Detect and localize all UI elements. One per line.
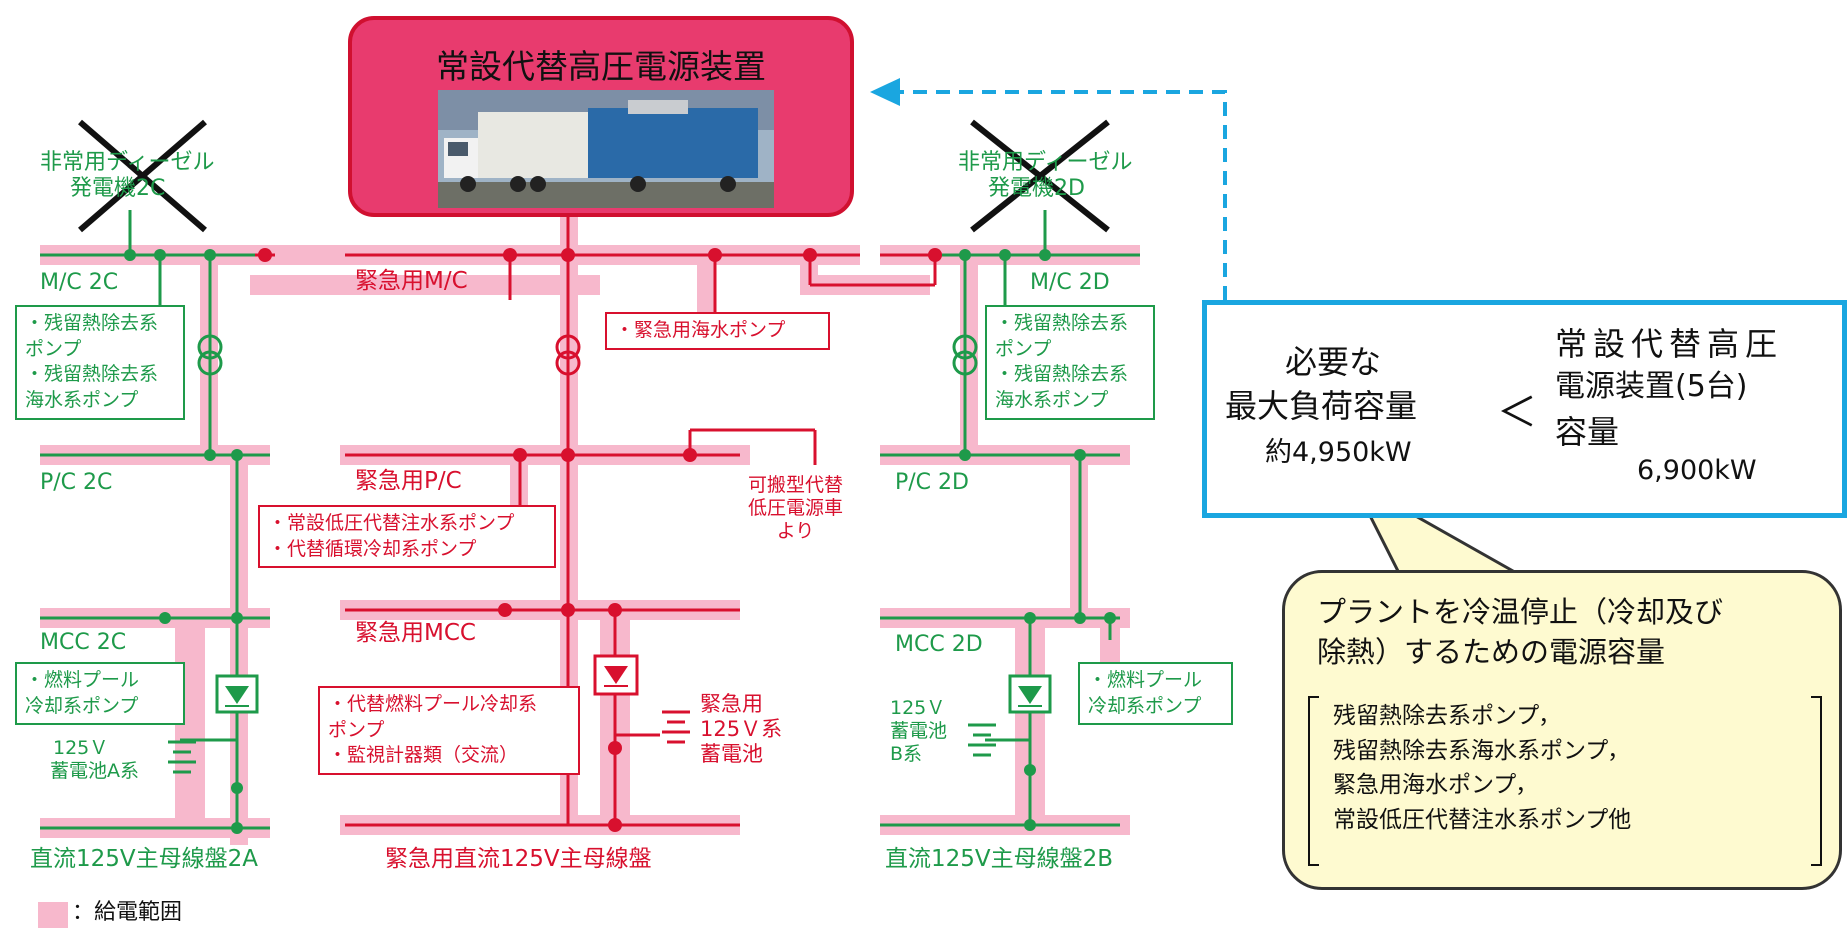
battery-symbol-emergency	[662, 710, 690, 744]
load-item: 海水系ポンプ	[25, 388, 139, 411]
load-item: ・緊急用海水ポンプ	[615, 319, 786, 341]
bus-pc-2c: P/C 2C	[40, 470, 113, 495]
callout-title-line2: 除熱）するための電源容量	[1317, 635, 1666, 669]
transformer-symbols	[197, 334, 978, 376]
load-item: ・残留熱除去系	[25, 363, 159, 386]
battery-a-label: 125Ｖ 蓄電池A系	[50, 737, 139, 783]
bus-emergency-pc: 緊急用P/C	[355, 468, 462, 494]
load-item: ポンプ	[995, 337, 1052, 360]
callout-item: 緊急用海水ポンプ，	[1333, 772, 1539, 798]
power-truck-photo	[438, 90, 774, 208]
load-item: ポンプ	[328, 718, 385, 741]
battery-b-line: B系	[890, 742, 923, 765]
bus-emergency-mcc: 緊急用MCC	[355, 620, 476, 646]
battery-a-line: 125Ｖ	[53, 737, 109, 759]
rectifier-emergency	[593, 654, 639, 696]
load-box-emergency-seawater: ・緊急用海水ポンプ	[605, 312, 830, 350]
bus-mcc-2c: MCC 2C	[40, 630, 127, 655]
load-item: 冷却系ポンプ	[1088, 694, 1202, 717]
portable-line: 低圧電源車	[748, 496, 844, 519]
generator-2c-line2: 発電機2C	[70, 176, 166, 202]
portable-line: より	[776, 519, 815, 542]
legend-swatch	[38, 902, 68, 928]
load-item: ポンプ	[25, 337, 82, 360]
callout-item: 残留熱除去系ポンプ，	[1333, 703, 1562, 729]
bus-dc-2a: 直流125V主母線盤2A	[30, 846, 259, 872]
supply-range-highlight	[40, 215, 1140, 845]
rectifier-right	[1008, 674, 1052, 714]
cold-shutdown-callout: プラントを冷温停止（冷却及び 除熱）するための電源容量 残留熱除去系ポンプ， 残…	[1282, 570, 1842, 890]
generator-2d-label: 非常用ディーゼル 発電機2D	[958, 150, 1132, 203]
green-wiring	[40, 210, 1140, 830]
load-item: ・燃料プール	[25, 669, 140, 691]
generator-2d-line1: 非常用ディーゼル	[958, 150, 1133, 175]
battery-symbol-a	[168, 740, 196, 774]
required-line2: 最大負荷容量	[1225, 387, 1418, 425]
load-item: ・残留熱除去系	[995, 363, 1129, 386]
comparison-operator: ＜	[1497, 390, 1537, 436]
supply-line1: 常設代替高圧	[1555, 325, 1784, 363]
load-box-right-mcc: ・燃料プール 冷却系ポンプ	[1078, 662, 1233, 726]
battery-a-line: 蓄電池A系	[50, 759, 139, 782]
source-title: 常設代替高圧電源装置	[436, 47, 766, 86]
load-item: ・燃料プール	[1088, 669, 1203, 691]
portable-source-label: 可搬型代替 低圧電源車 より	[748, 474, 843, 542]
callout-brackets	[1308, 696, 1822, 866]
callout-item: 常設低圧代替注水系ポンプ他	[1333, 806, 1632, 833]
load-item: ・代替循環冷却系ポンプ	[268, 537, 477, 560]
battery-emergency-label: 緊急用 125Ｖ系 蓄電池	[700, 692, 782, 768]
bus-mc-2c: M/C 2C	[40, 270, 119, 295]
load-item: ・残留熱除去系	[995, 312, 1129, 334]
battery-emergency-line: 蓄電池	[700, 742, 763, 767]
backup-high-voltage-source: 常設代替高圧電源装置	[348, 16, 854, 217]
battery-b-line: 125Ｖ	[890, 697, 946, 719]
supply-value: 6,900kW	[1637, 455, 1757, 486]
portable-line: 可搬型代替	[748, 474, 844, 496]
load-item: ・監視計器類（交流）	[328, 744, 519, 767]
load-item: ・常設低圧代替注水系ポンプ	[268, 512, 515, 534]
bus-emergency-mc: 緊急用M/C	[355, 268, 468, 294]
junction-nodes	[124, 248, 1116, 834]
bus-pc-2d: P/C 2D	[895, 470, 969, 495]
load-box-left-mc: ・残留熱除去系 ポンプ ・残留熱除去系 海水系ポンプ	[15, 305, 185, 420]
bus-dc-emergency: 緊急用直流125V主母線盤	[385, 846, 652, 872]
generator-out-of-service-marks	[78, 119, 1110, 233]
callout-title-line1: プラントを冷温停止（冷却及び	[1317, 595, 1724, 629]
battery-emergency-line: 緊急用	[700, 692, 763, 716]
generator-2c-label: 非常用ディーゼル 発電機2C	[40, 150, 214, 203]
bus-mcc-2d: MCC 2D	[895, 632, 983, 657]
load-box-emergency-pc: ・常設低圧代替注水系ポンプ ・代替循環冷却系ポンプ	[258, 505, 556, 569]
bus-dc-2b: 直流125V主母線盤2B	[885, 846, 1114, 872]
battery-symbol-b	[968, 723, 996, 757]
supply-arrow-head	[870, 78, 900, 106]
battery-b-line: 蓄電池	[890, 719, 948, 742]
callout-item: 残留熱除去系海水系ポンプ，	[1333, 737, 1631, 764]
legend-label: ：給電範囲	[72, 900, 183, 925]
load-item: ・代替燃料プール冷却系	[328, 693, 538, 715]
supply-line2: 電源装置(5台)	[1555, 369, 1748, 404]
required-value: 約4,950kW	[1265, 437, 1412, 468]
required-line1: 必要な	[1285, 343, 1382, 381]
battery-b-label: 125Ｖ 蓄電池 B系	[890, 697, 947, 765]
rectifier-left	[215, 674, 259, 714]
capacity-comparison-panel: 必要な 最大負荷容量 約4,950kW ＜ 常設代替高圧 電源装置(5台) 容量…	[1202, 300, 1847, 518]
load-box-left-mcc: ・燃料プール 冷却系ポンプ	[15, 662, 185, 726]
load-item: 海水系ポンプ	[995, 388, 1109, 411]
load-item: 冷却系ポンプ	[25, 694, 139, 717]
load-box-emergency-mcc: ・代替燃料プール冷却系 ポンプ ・監視計器類（交流）	[318, 686, 580, 775]
battery-emergency-line: 125Ｖ系	[700, 717, 783, 742]
bus-mc-2d: M/C 2D	[1030, 270, 1110, 295]
generator-2c-line1: 非常用ディーゼル	[40, 150, 215, 175]
load-item: ・残留熱除去系	[25, 312, 159, 334]
supply-arrow	[890, 90, 1227, 300]
callout-item-list: 残留熱除去系ポンプ， 残留熱除去系海水系ポンプ， 緊急用海水ポンプ， 常設低圧代…	[1333, 699, 1631, 837]
generator-2d-line2: 発電機2D	[988, 176, 1085, 202]
load-box-right-mc: ・残留熱除去系 ポンプ ・残留熱除去系 海水系ポンプ	[985, 305, 1155, 420]
supply-line3: 容量	[1555, 413, 1620, 451]
